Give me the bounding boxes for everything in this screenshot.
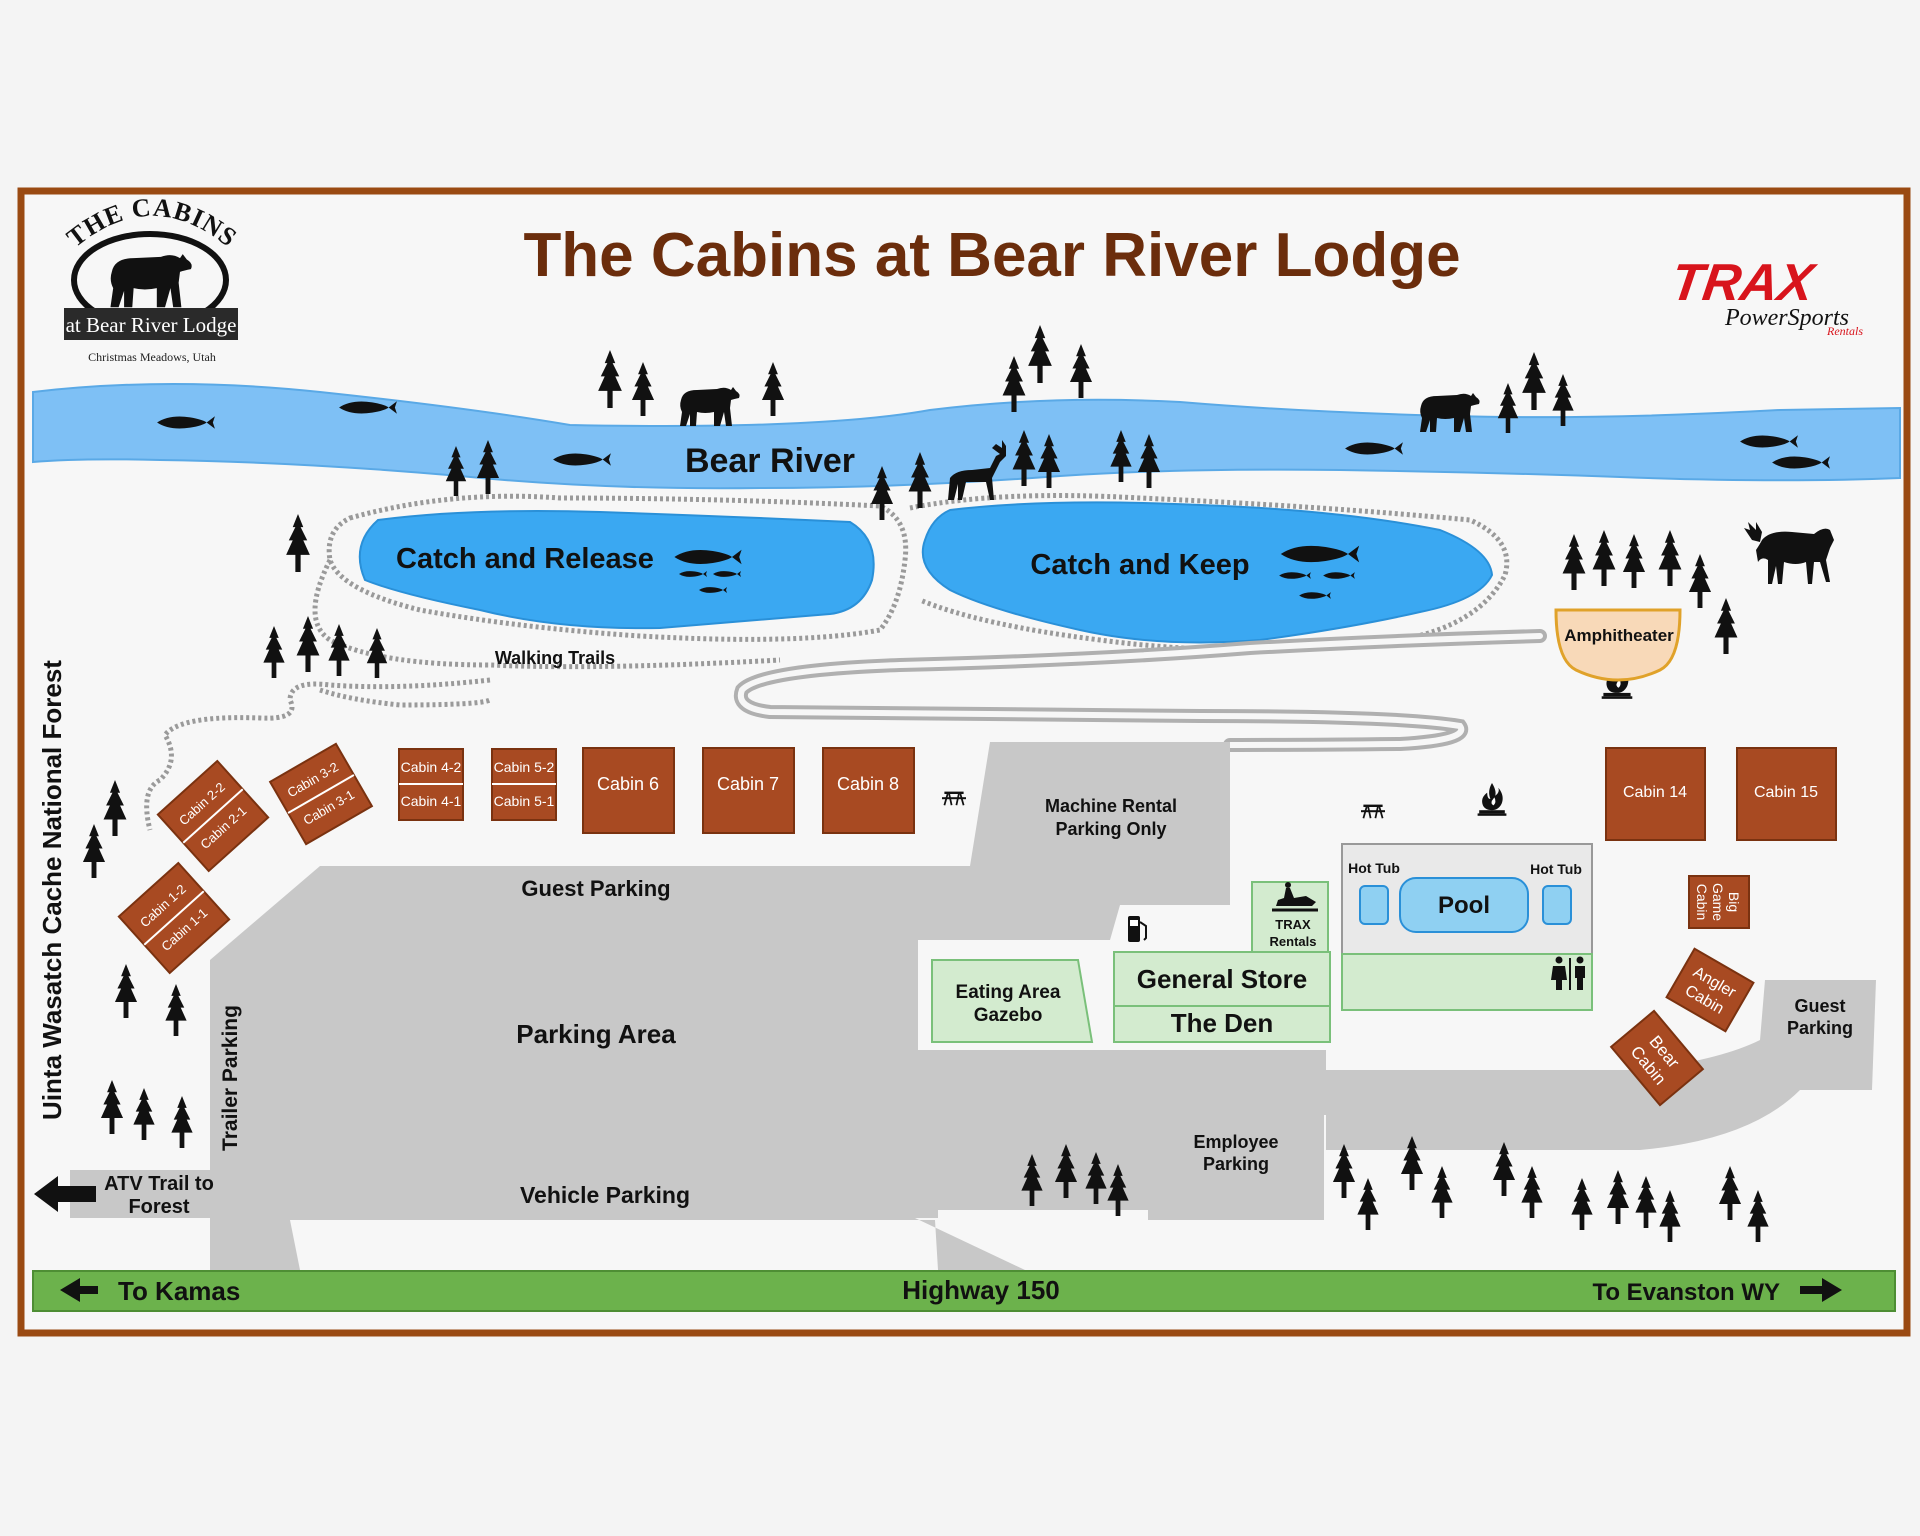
catch-and-keep-label: Catch and Keep	[1030, 549, 1249, 581]
hot-tub-left-label: Hot Tub	[1348, 860, 1400, 876]
pool-label: Pool	[1438, 892, 1490, 919]
employee-parking-label-2: Parking	[1203, 1154, 1269, 1174]
cabin-8[interactable]	[822, 747, 915, 834]
hot-tub-right	[1542, 885, 1572, 925]
cabin-4-1-label: Cabin 4-1	[401, 793, 462, 809]
trax-powersports-logo: TRAX PowerSports Rentals	[1667, 254, 1863, 338]
cabin-14[interactable]	[1605, 747, 1706, 841]
machine-rental-label-2: Parking Only	[1055, 819, 1166, 839]
the-den-label: The Den	[1171, 1008, 1274, 1038]
restroom-icon	[1551, 956, 1585, 990]
highway-east-label: To Evanston WY	[1592, 1279, 1780, 1306]
map-title: The Cabins at Bear River Lodge	[523, 221, 1460, 290]
cabin-15[interactable]	[1736, 747, 1837, 841]
employee-parking	[1148, 1112, 1324, 1220]
parking-area-label: Parking Area	[516, 1019, 676, 1049]
general-store-complex	[931, 843, 1593, 1043]
moose-icon	[1744, 522, 1834, 584]
guest-parking-right-label-2: Parking	[1787, 1018, 1853, 1038]
trax-rentals-label-1: TRAX	[1275, 917, 1311, 932]
trax-powersports: PowerSports	[1724, 305, 1849, 331]
arrow-left-icon	[34, 1176, 96, 1212]
walking-trails	[144, 493, 1510, 831]
cabin-6-label: Cabin 6	[597, 774, 659, 794]
cabin-8-label: Cabin 8	[837, 774, 899, 794]
atv-trail-label-2: Forest	[128, 1196, 189, 1218]
guest-parking-right-label-1: Guest	[1794, 996, 1845, 1016]
cabin-5-1-label: Cabin 5-1	[494, 793, 555, 809]
machine-rental-label-1: Machine Rental	[1045, 796, 1177, 816]
river-label: Bear River	[685, 442, 855, 480]
cabin-4-2-label: Cabin 4-2	[401, 759, 462, 775]
atv-trail-label-1: ATV Trail to	[104, 1173, 214, 1195]
catch-and-release-label: Catch and Release	[396, 543, 654, 575]
cabin-3[interactable]: Cabin 3-2 Cabin 3-1	[268, 742, 374, 846]
amphitheater-label: Amphitheater	[1564, 626, 1674, 645]
catch-and-keep-pond	[921, 501, 1494, 644]
cabin-5-2-label: Cabin 5-2	[494, 759, 555, 775]
big-game-label-1: Big	[1726, 892, 1742, 912]
highway-150	[32, 1270, 1896, 1312]
catch-and-release-pond	[358, 510, 875, 630]
trax-rentals-label-2: Rentals	[1270, 934, 1317, 949]
trailer-parking-label: Trailer Parking	[219, 1005, 242, 1151]
general-store-building	[1113, 951, 1331, 1007]
hot-tub-left	[1359, 885, 1389, 925]
snowmobile-icon	[1272, 882, 1318, 912]
the-den-building	[1113, 1005, 1331, 1043]
big-game-label-3: Cabin	[1694, 884, 1710, 921]
cabins	[398, 747, 1837, 841]
eating-area-label-1: Eating Area	[956, 982, 1061, 1003]
pool-patio	[1341, 953, 1593, 1011]
highway-west-label: To Kamas	[118, 1276, 240, 1306]
general-store-label: General Store	[1137, 964, 1308, 994]
eating-area-gazebo	[931, 959, 1094, 1043]
logo-location: Christmas Meadows, Utah	[88, 350, 216, 364]
walking-trails-label: Walking Trails	[495, 648, 615, 668]
eating-area-label-2: Gazebo	[974, 1005, 1043, 1026]
arrow-right-icon	[1800, 1278, 1842, 1302]
atv-trail-road	[70, 1170, 230, 1218]
angler-cabin[interactable]: Angler Cabin	[1665, 947, 1755, 1033]
pool	[1399, 877, 1529, 933]
amphitheater	[1554, 608, 1682, 682]
parking-lot	[210, 742, 1326, 1270]
cabin-15-label: Cabin 15	[1754, 784, 1818, 801]
hot-tub-right-label: Hot Tub	[1530, 861, 1582, 877]
cabin-6[interactable]	[582, 747, 675, 834]
big-game-cabin[interactable]: Big Game Cabin	[1688, 875, 1750, 929]
guest-parking-label: Guest Parking	[521, 876, 670, 901]
highway-name: Highway 150	[902, 1275, 1060, 1305]
trax-name: TRAX	[1667, 254, 1820, 312]
trax-rentals: Rentals	[1826, 324, 1863, 338]
national-forest-label: Uinta Wasatch Cache National Forest	[37, 660, 67, 1120]
employee-parking-label-1: Employee	[1193, 1132, 1278, 1152]
bear-river	[32, 383, 1901, 490]
cabin-7-label: Cabin 7	[717, 774, 779, 794]
guest-parking-right	[1326, 980, 1876, 1150]
logo-banner-text: at Bear River Lodge	[66, 313, 237, 337]
cabin-7[interactable]	[702, 747, 795, 834]
deer-icon	[948, 440, 1006, 500]
fuel-pump-icon	[1128, 916, 1147, 942]
big-game-label-2: Game	[1710, 883, 1726, 921]
vehicle-parking-label: Vehicle Parking	[520, 1182, 690, 1208]
cabin-14-label: Cabin 14	[1623, 784, 1687, 801]
arrow-left-icon	[60, 1278, 98, 1302]
